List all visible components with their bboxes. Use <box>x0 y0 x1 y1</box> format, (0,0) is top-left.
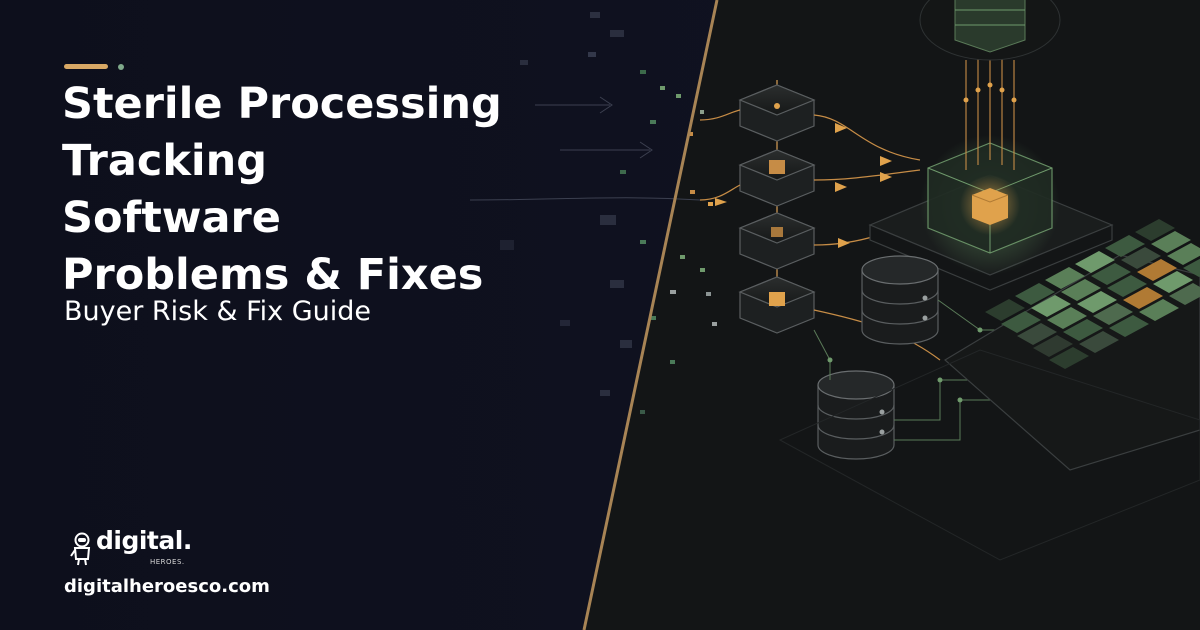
grid-tile <box>1045 267 1085 289</box>
grid-tile <box>1015 283 1055 305</box>
grid-tile <box>1169 283 1200 305</box>
data-particles <box>500 12 717 414</box>
grid-tile <box>1049 347 1089 369</box>
central-cube <box>868 135 1114 291</box>
diagonal-divider <box>582 0 719 630</box>
data-stream-lines <box>469 96 701 201</box>
grid-tile <box>1017 323 1057 345</box>
grid-tile <box>1033 335 1073 357</box>
grid-tile <box>1031 295 1071 317</box>
grid-tile <box>1139 299 1179 321</box>
title-line-3: Software <box>62 193 281 243</box>
grid-tile <box>985 299 1025 321</box>
brand-logo: digital. HEROES. <box>70 526 210 576</box>
page-title: Sterile Processing Tracking Software Pro… <box>62 76 502 304</box>
astronaut-icon <box>70 532 91 566</box>
grid-tile <box>1135 219 1175 241</box>
title-line-1: Sterile Processing <box>62 79 502 129</box>
database-cylinder-upper <box>861 255 939 345</box>
grid-tile <box>1183 258 1200 277</box>
grid-tile <box>1153 271 1193 293</box>
grid-tile <box>1063 319 1103 341</box>
grid-tile <box>1091 263 1131 285</box>
accent-bar <box>64 64 108 69</box>
logo-subtext: HEROES. <box>150 558 185 566</box>
grid-tile <box>1137 259 1177 281</box>
title-line-4: Problems & Fixes <box>62 250 484 300</box>
site-url: digitalheroesco.com <box>64 576 270 597</box>
flow-arrows <box>715 123 892 248</box>
grid-tile <box>1151 231 1191 253</box>
grid-tile <box>1047 307 1087 329</box>
accent-dot <box>118 64 124 70</box>
grid-tile <box>1109 315 1149 337</box>
grid-tile <box>1093 303 1133 325</box>
logo-wordmark: digital. <box>96 526 192 555</box>
subtitle: Buyer Risk & Fix Guide <box>64 296 372 327</box>
grid-tile <box>1001 311 1041 333</box>
tile-grid-panel <box>943 219 1200 471</box>
uplink-lines <box>965 55 1015 170</box>
grid-tile <box>1075 251 1115 273</box>
grid-tile <box>1061 279 1101 301</box>
grid-tile <box>1107 275 1147 297</box>
database-cylinder-lower <box>817 370 895 460</box>
grid-tile <box>1077 291 1117 313</box>
node-stack <box>738 80 816 334</box>
grid-tile <box>1121 247 1161 269</box>
grid-tile <box>1079 331 1119 353</box>
title-line-2: Tracking <box>62 136 268 186</box>
grid-tile <box>1167 243 1200 265</box>
grid-tile <box>1123 287 1163 309</box>
grid-tile <box>1105 235 1145 257</box>
top-server <box>919 0 1061 61</box>
